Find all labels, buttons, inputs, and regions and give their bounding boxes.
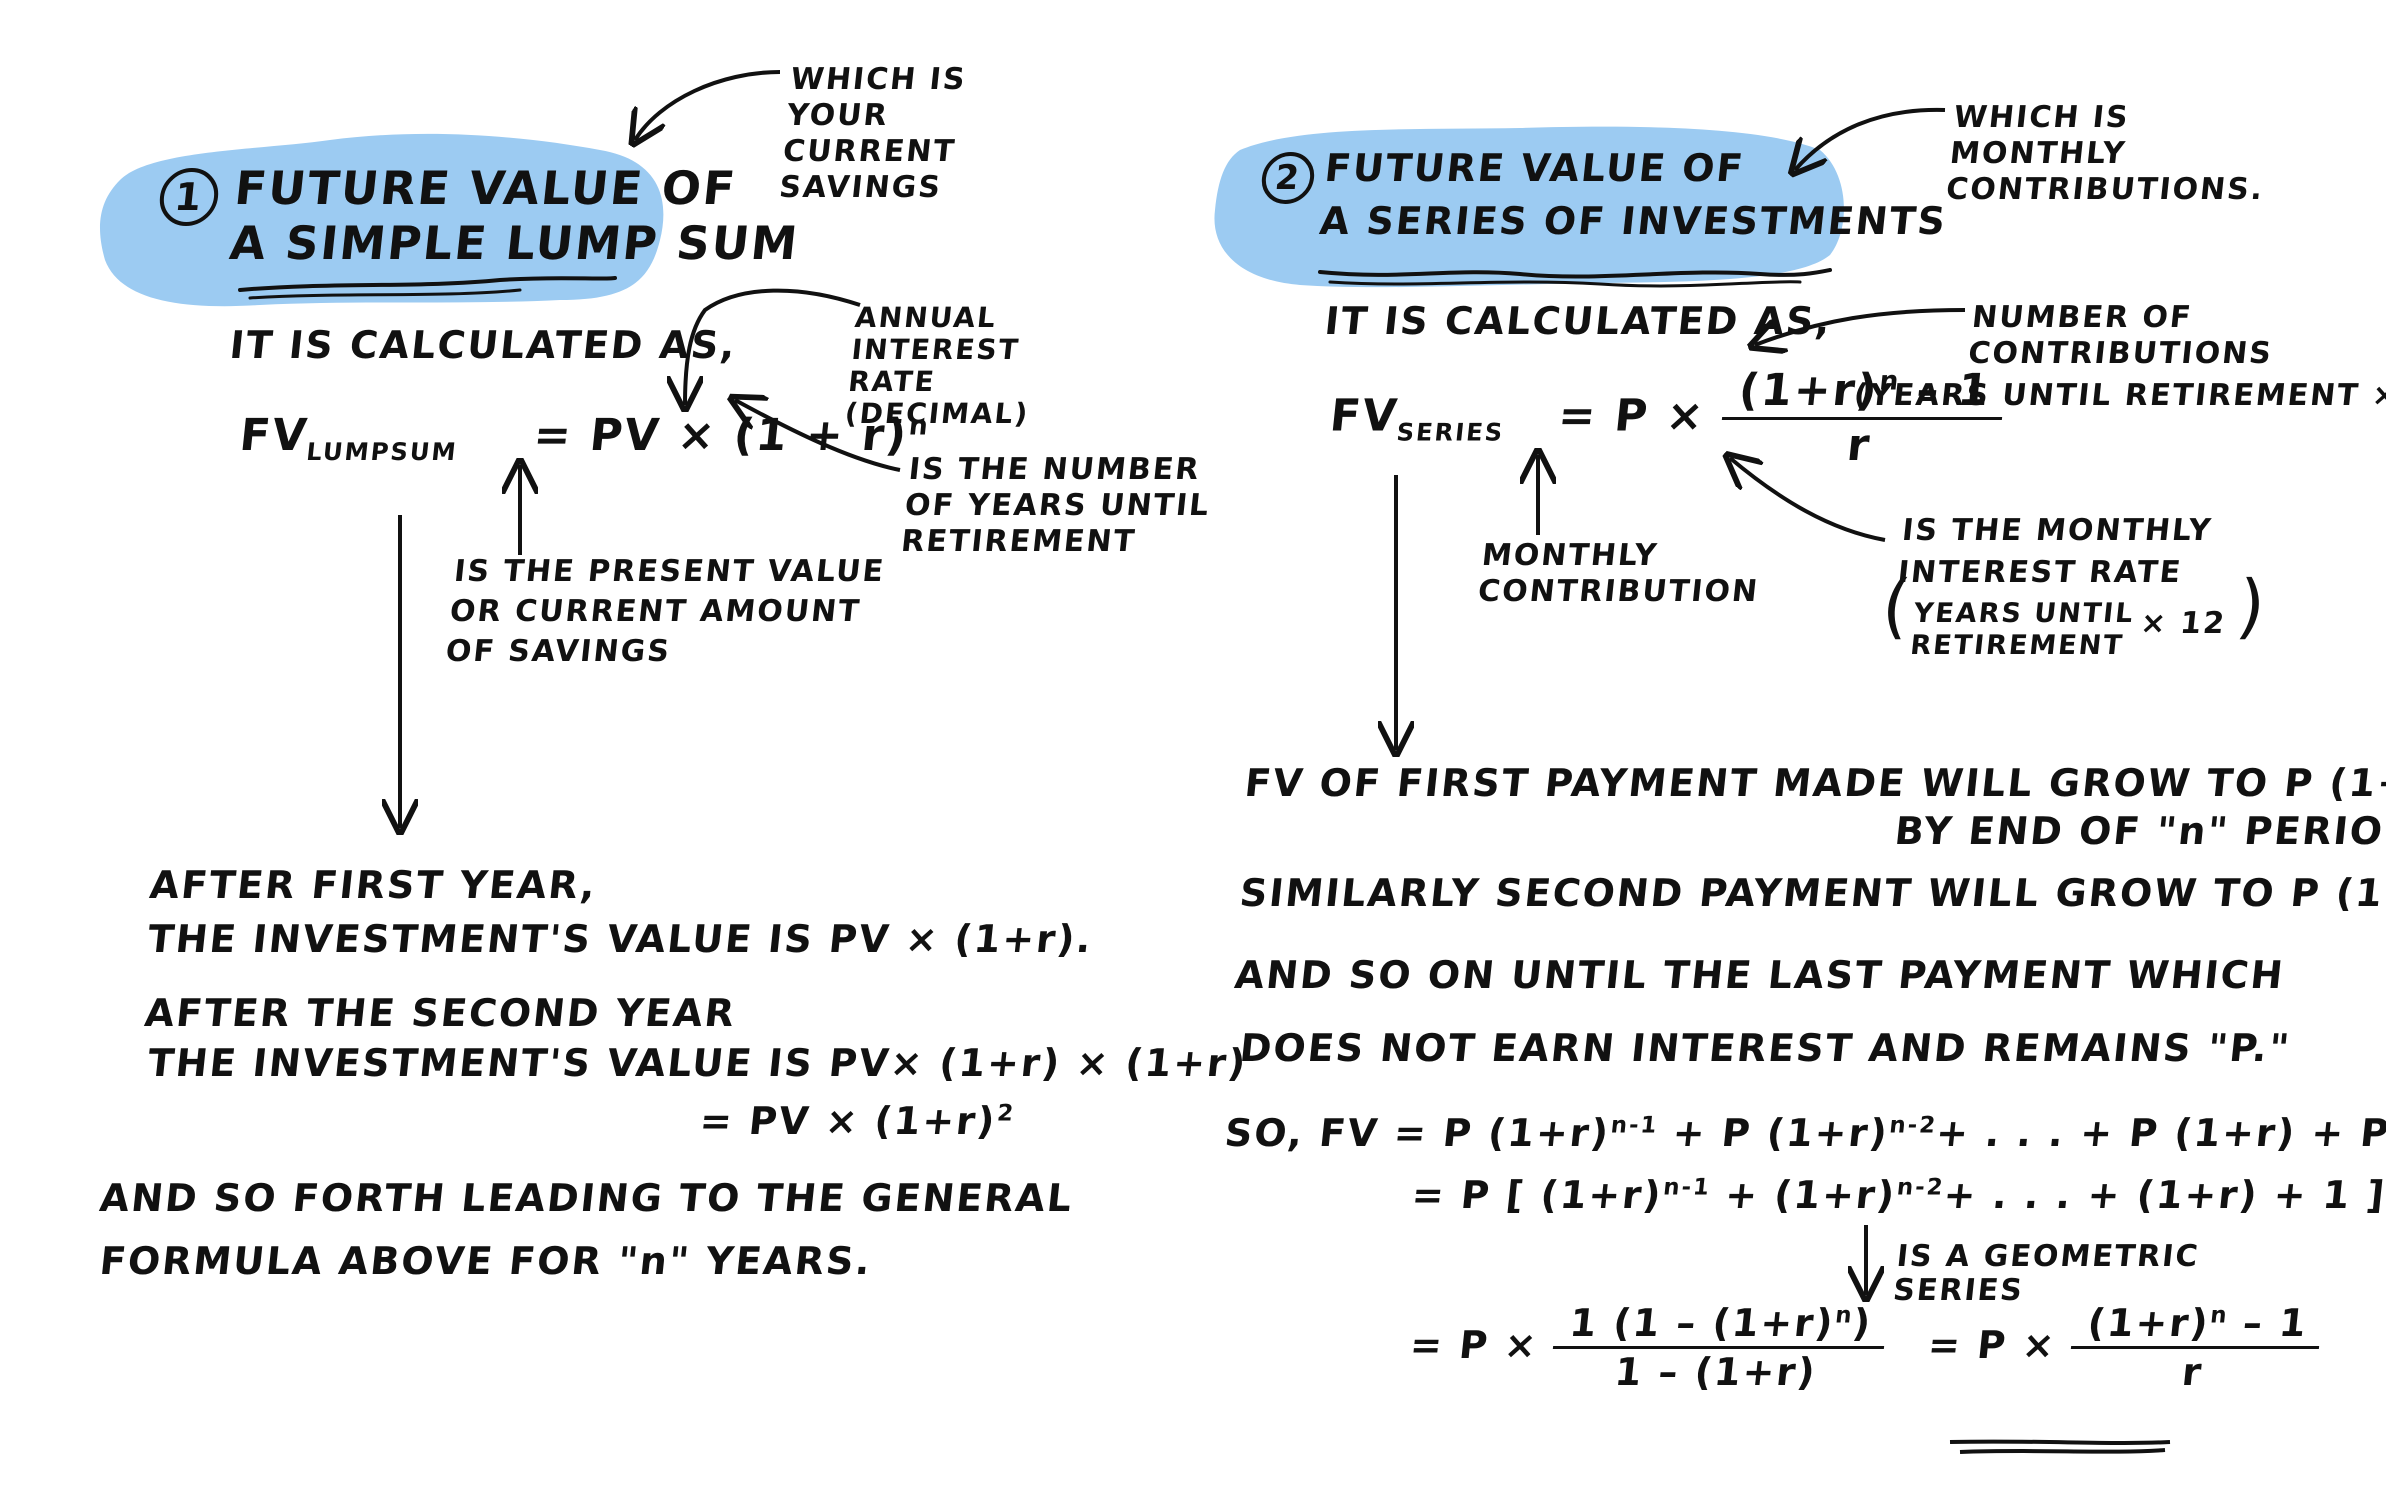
section2-note-geometric: IS A GEOMETRIC SERIES <box>1891 1239 2202 1308</box>
section2-exp-line1: FV OF FIRST PAYMENT MADE WILL GROW TO P … <box>1242 761 2386 805</box>
formula-lhs-sub: LUMPSUM <box>304 437 460 466</box>
arrow-monthly-rate <box>1730 458 1886 542</box>
section2-final: = P × 1 (1 – (1+r)n) 1 – (1+r) = P × (1+… <box>1405 1300 2325 1395</box>
section2-exp-line2: BY END OF "n" PERIODS. <box>1892 809 2386 853</box>
section1-title-line1: FUTURE VALUE OF <box>232 161 740 215</box>
section2-note-rate-paren: ( YEARS UNTIL RETIREMENT × 12 ) <box>1878 565 2272 661</box>
section1-conclusion-line2: FORMULA ABOVE FOR "n" YEARS. <box>97 1239 875 1283</box>
final-fraction-2: (1+r)n – 1 r <box>2066 1300 2325 1395</box>
section1-title-line2: A SIMPLE LUMP SUM <box>227 216 802 270</box>
section1-note-years: IS THE NUMBER OF YEARS UNTIL RETIREMENT <box>899 452 1213 559</box>
title-highlight-2 <box>1214 126 1844 288</box>
section1-note-pv: IS THE PRESENT VALUE OR CURRENT AMOUNT O… <box>444 554 887 669</box>
section2-exp-line3: SIMILARLY SECOND PAYMENT WILL GROW TO P … <box>1237 871 2386 915</box>
section2-exp-line5: DOES NOT EARN INTEREST AND REMAINS "P." <box>1237 1026 2294 1070</box>
section1-note-savings: WHICH IS YOUR CURRENT SAVINGS <box>777 62 969 205</box>
arrow-monthly <box>1795 107 1946 170</box>
section1-step2-line3: = PV × (1+r)2 <box>697 1099 1017 1143</box>
section1-step2-line2: THE INVESTMENT'S VALUE IS PV× (1+r) × (1… <box>145 1041 1250 1085</box>
section1-calc-intro: IT IS CALCULATED AS, <box>227 323 740 367</box>
section1-note-rate: ANNUAL INTEREST RATE (DECIMAL) <box>843 301 1032 430</box>
section2-sum-line2: = P [ (1+r)n-1 + (1+r)n-2+ . . . + (1+r)… <box>1409 1173 2386 1217</box>
section1-formula: FVLUMPSUM = PV × (1 + r)n <box>237 410 931 466</box>
section1-step2-line1: AFTER THE SECOND YEAR <box>142 991 739 1035</box>
section2-note-contrib-count: NUMBER OF CONTRIBUTIONS (YEARS UNTIL RET… <box>1852 300 2386 413</box>
section2-note-monthly: WHICH IS MONTHLY CONTRIBUTIONS. <box>1944 100 2266 207</box>
section2-title-line2: A SERIES OF INVESTMENTS <box>1317 199 1950 243</box>
section2-note-monthly-contrib: MONTHLY CONTRIBUTION <box>1476 538 1761 609</box>
formula-lhs: FV <box>237 410 311 461</box>
section1-conclusion-line1: AND SO FORTH LEADING TO THE GENERAL <box>97 1176 1076 1220</box>
section2-calc-intro: IT IS CALCULATED AS, <box>1322 299 1835 343</box>
section2-exp-line4: AND SO ON UNTIL THE LAST PAYMENT WHICH <box>1232 953 2287 997</box>
arrow-contrib-count <box>1755 308 1966 345</box>
section1-step1-line1: AFTER FIRST YEAR, <box>147 863 600 907</box>
arrow-rate <box>685 288 861 405</box>
arrow-years <box>735 400 901 472</box>
section1-step1-line2: THE INVESTMENT'S VALUE IS PV × (1+r). <box>145 917 1096 961</box>
title-highlight-1 <box>100 133 664 307</box>
section2-title-line1: FUTURE VALUE OF <box>1322 146 1747 190</box>
arrow-savings <box>635 70 781 140</box>
section2-note-monthly-rate: IS THE MONTHLY INTEREST RATE <box>1896 513 2215 590</box>
section2-sum-line1: SO, FV = P (1+r)n-1 + P (1+r)n-2+ . . . … <box>1222 1111 2386 1155</box>
final-fraction-1: 1 (1 – (1+r)n) 1 – (1+r) <box>1548 1300 1889 1395</box>
